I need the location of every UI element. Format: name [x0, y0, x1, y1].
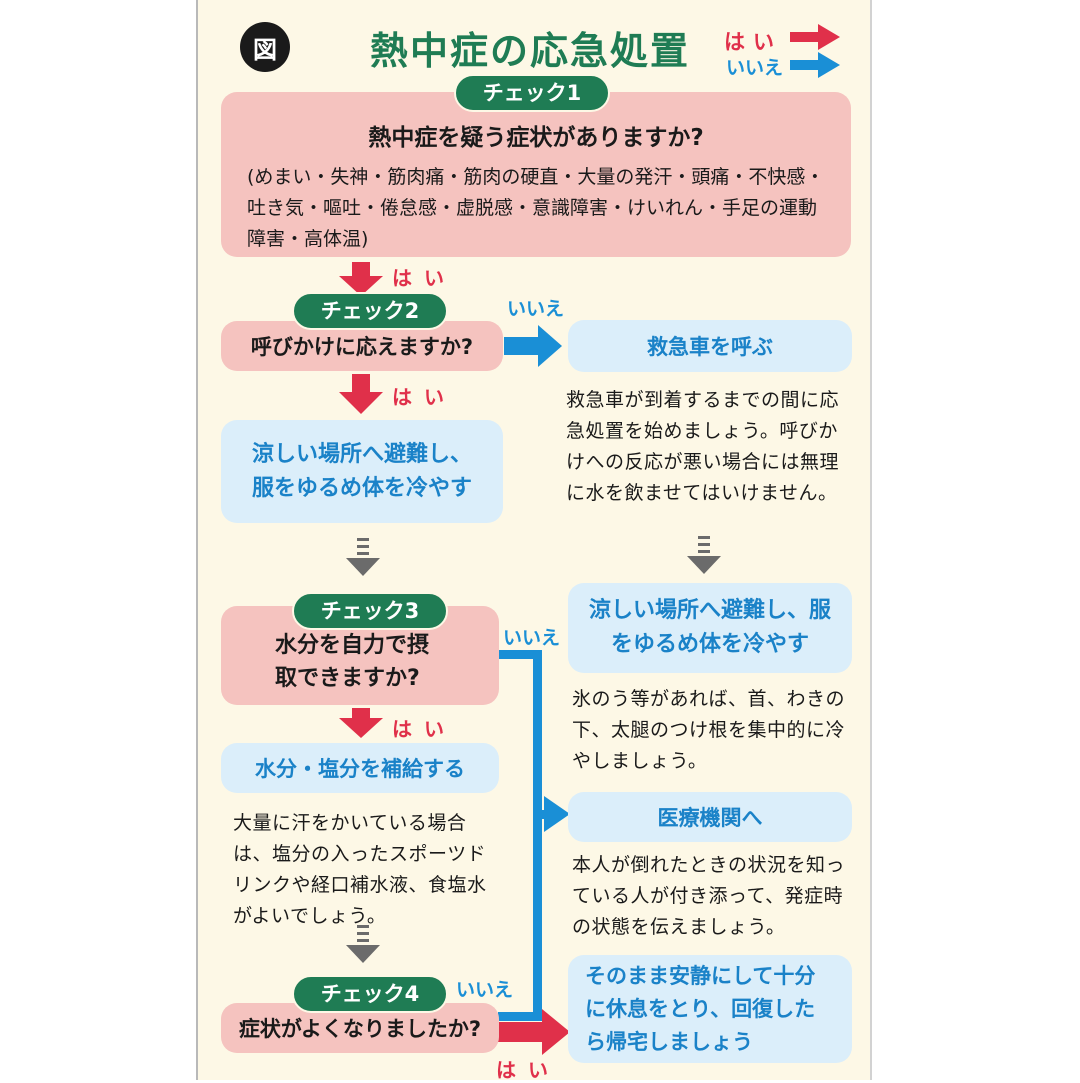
check2-question: 呼びかけに応えますか?: [250, 335, 474, 359]
check2-tag: チェック2: [292, 292, 448, 330]
check4-question: 症状がよくなりましたか?: [238, 1017, 482, 1041]
hydrate-action: 水分・塩分を補給する: [255, 757, 465, 781]
check3-question: 水分を自力で摂取できますか?: [275, 632, 430, 691]
yes-label: はい: [496, 1058, 560, 1082]
check4-box: 症状がよくなりましたか?: [221, 1003, 499, 1053]
check3-box: 水分を自力で摂取できますか?: [221, 606, 499, 705]
yes-label: はい: [392, 385, 456, 409]
cool-right-box: 涼しい場所へ避難し、服をゆるめ体を冷やす: [568, 583, 852, 673]
check3-tag: チェック3: [292, 592, 448, 630]
continue-down-arrow-icon: [346, 538, 380, 576]
cool-right-action: 涼しい場所へ避難し、服をゆるめ体を冷やす: [588, 598, 831, 657]
cool-left-box: 涼しい場所へ避難し、服をゆるめ体を冷やす: [221, 420, 503, 523]
ambulance-note: 救急車が到着するまでの間に応急処置を始めましょう。呼びかけへの反応が悪い場合には…: [566, 389, 840, 504]
rest-action: そのまま安静にして十分に休息をとり、回復したら帰宅しましょう: [585, 963, 816, 1054]
yes-down-arrow-icon: [339, 708, 383, 738]
no-label: いいえ: [507, 298, 565, 320]
legend-no-label: いいえ: [726, 57, 784, 79]
cool-right-note: 氷のう等があれば、首、わきの下、太腿のつけ根を集中的に冷やしましょう。: [572, 688, 846, 772]
ambulance-action: 救急車を呼ぶ: [647, 335, 773, 359]
check1-box: 熱中症を疑う症状がありますか? (めまい・失神・筋肉痛・筋肉の硬直・大量の発汗・…: [221, 92, 851, 257]
yes-label: はい: [392, 266, 456, 290]
yes-label: はい: [392, 717, 456, 741]
no-label: いいえ: [503, 627, 561, 649]
no-label: いいえ: [456, 979, 514, 1001]
medical-action: 医療機関へ: [657, 806, 763, 830]
cool-left-action: 涼しい場所へ避難し、服をゆるめ体を冷やす: [251, 441, 472, 501]
hydrate-note: 大量に汗をかいている場合は、塩分の入ったスポーツドリンクや経口補水液、食塩水がよ…: [233, 812, 487, 927]
rest-box: そのまま安静にして十分に休息をとり、回復したら帰宅しましょう: [568, 955, 852, 1063]
continue-down-arrow-icon: [687, 536, 721, 574]
hydrate-box: 水分・塩分を補給する: [221, 743, 499, 793]
check2-box: 呼びかけに応えますか?: [221, 321, 503, 371]
check1-symptoms: (めまい・失神・筋肉痛・筋肉の硬直・大量の発汗・頭痛・不快感・吐き気・嘔吐・倦怠…: [247, 166, 825, 250]
check1-tag: チェック1: [454, 74, 610, 112]
legend-yes-arrow-icon: [790, 24, 840, 50]
yes-down-arrow-icon: [339, 262, 383, 296]
figure-badge: 図: [240, 22, 290, 72]
continue-down-arrow-icon: [346, 925, 380, 963]
medical-note: 本人が倒れたときの状況を知っている人が付き添って、発症時の状態を伝えましょう。: [572, 854, 846, 938]
page-title: 熱中症の応急処置: [369, 29, 690, 73]
yes-right-arrow-icon: [498, 1009, 570, 1055]
legend-yes-label: はい: [724, 30, 782, 54]
check1-question: 熱中症を疑う症状がありますか?: [368, 125, 704, 151]
no-right-arrow-icon: [504, 325, 562, 367]
no-connector-line: [498, 650, 570, 1021]
legend-no-arrow-icon: [790, 52, 840, 78]
check4-tag: チェック4: [292, 975, 448, 1013]
ambulance-box: 救急車を呼ぶ: [568, 320, 852, 372]
yes-down-arrow-icon: [339, 374, 383, 414]
medical-box: 医療機関へ: [568, 792, 852, 842]
